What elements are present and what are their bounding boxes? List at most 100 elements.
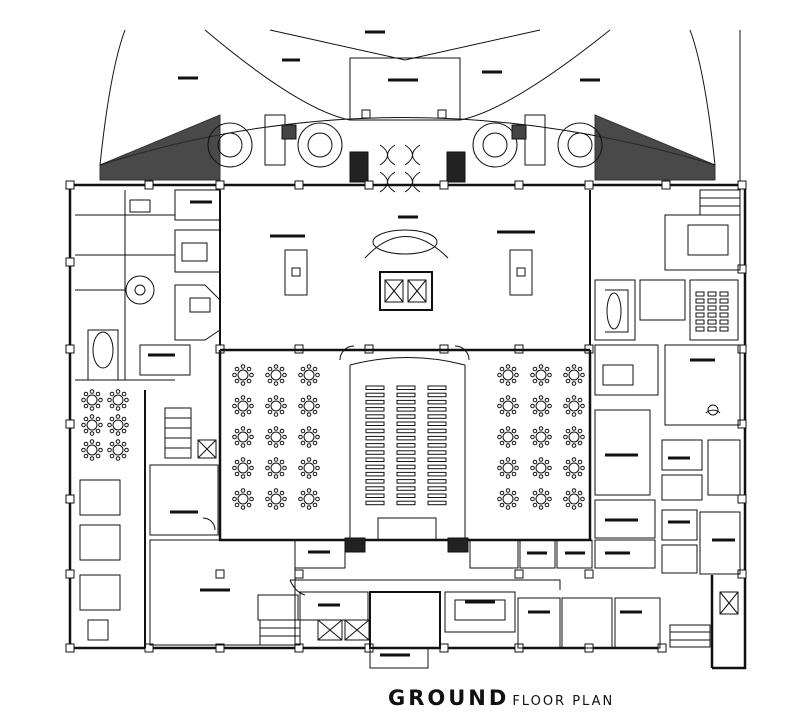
chair bbox=[240, 505, 246, 510]
round-table bbox=[86, 444, 98, 456]
desk bbox=[707, 291, 717, 297]
chair bbox=[109, 416, 115, 422]
chair bbox=[532, 378, 538, 384]
chair bbox=[563, 434, 568, 440]
chair bbox=[89, 414, 95, 419]
chair bbox=[580, 403, 585, 409]
round-table bbox=[112, 419, 124, 431]
round-table bbox=[237, 431, 249, 443]
chair bbox=[530, 496, 535, 502]
chair bbox=[511, 490, 517, 496]
chair bbox=[497, 496, 502, 502]
chair bbox=[107, 397, 112, 403]
desk bbox=[707, 326, 717, 332]
chair bbox=[571, 505, 577, 510]
chair bbox=[530, 372, 535, 378]
desk bbox=[695, 305, 705, 311]
chair bbox=[279, 502, 285, 508]
desk bbox=[719, 298, 729, 304]
seat-row bbox=[396, 392, 416, 398]
round-table bbox=[535, 369, 547, 381]
seat-row bbox=[427, 414, 447, 419]
chair bbox=[547, 434, 552, 440]
chair bbox=[267, 459, 273, 465]
chair bbox=[538, 364, 544, 369]
chair bbox=[306, 474, 312, 479]
seat-row bbox=[427, 464, 447, 470]
chair bbox=[306, 457, 312, 462]
chair bbox=[121, 428, 127, 434]
seat-row bbox=[396, 486, 416, 491]
chair bbox=[249, 496, 254, 502]
lower-service-block bbox=[149, 464, 561, 646]
chair bbox=[306, 505, 312, 510]
seat-row bbox=[365, 392, 385, 398]
chair bbox=[267, 502, 273, 508]
seat-row bbox=[365, 457, 385, 462]
seat-row bbox=[396, 464, 416, 470]
desk bbox=[707, 319, 717, 325]
chair bbox=[312, 471, 318, 477]
chair bbox=[577, 397, 583, 403]
chair bbox=[246, 440, 252, 446]
entrance-doors bbox=[349, 144, 466, 193]
chair bbox=[267, 397, 273, 403]
chair bbox=[571, 443, 577, 448]
chair bbox=[232, 434, 237, 440]
chair bbox=[115, 414, 121, 419]
chair bbox=[83, 391, 89, 397]
chair bbox=[312, 459, 318, 465]
chair bbox=[505, 395, 511, 400]
seat-row bbox=[396, 385, 416, 390]
chair bbox=[282, 372, 287, 378]
seat-row bbox=[427, 486, 447, 491]
chair bbox=[571, 426, 577, 431]
chair bbox=[514, 403, 519, 409]
chair bbox=[234, 502, 240, 508]
chair bbox=[565, 502, 571, 508]
chair bbox=[499, 459, 505, 465]
entrance-canopy bbox=[99, 29, 716, 181]
chair bbox=[544, 440, 550, 446]
chair bbox=[273, 395, 279, 400]
seat-row bbox=[396, 428, 416, 434]
chair bbox=[505, 443, 511, 448]
chair bbox=[306, 381, 312, 386]
chair bbox=[83, 428, 89, 434]
chair bbox=[514, 434, 519, 440]
desk bbox=[719, 319, 729, 325]
chair bbox=[565, 459, 571, 465]
seat-row bbox=[396, 471, 416, 477]
seat-row bbox=[427, 500, 447, 506]
chair bbox=[240, 364, 246, 369]
tree-icon bbox=[207, 114, 603, 168]
desk bbox=[695, 319, 705, 325]
chair bbox=[83, 453, 89, 459]
seat-row bbox=[396, 450, 416, 455]
chair bbox=[109, 441, 115, 447]
chair bbox=[514, 496, 519, 502]
chair bbox=[511, 366, 517, 372]
seat-row bbox=[396, 443, 416, 448]
chair bbox=[249, 403, 254, 409]
chair bbox=[499, 366, 505, 372]
chair bbox=[246, 378, 252, 384]
chair bbox=[234, 378, 240, 384]
chair bbox=[282, 403, 287, 409]
chair bbox=[499, 409, 505, 415]
chair bbox=[298, 496, 303, 502]
chair bbox=[240, 457, 246, 462]
chair bbox=[234, 397, 240, 403]
chair bbox=[300, 471, 306, 477]
round-table bbox=[303, 493, 315, 505]
chair bbox=[246, 409, 252, 415]
round-table bbox=[568, 369, 580, 381]
seat-row bbox=[365, 414, 385, 419]
chair bbox=[571, 395, 577, 400]
chair bbox=[538, 412, 544, 417]
chair bbox=[240, 488, 246, 493]
round-table bbox=[270, 462, 282, 474]
chair bbox=[98, 422, 103, 428]
